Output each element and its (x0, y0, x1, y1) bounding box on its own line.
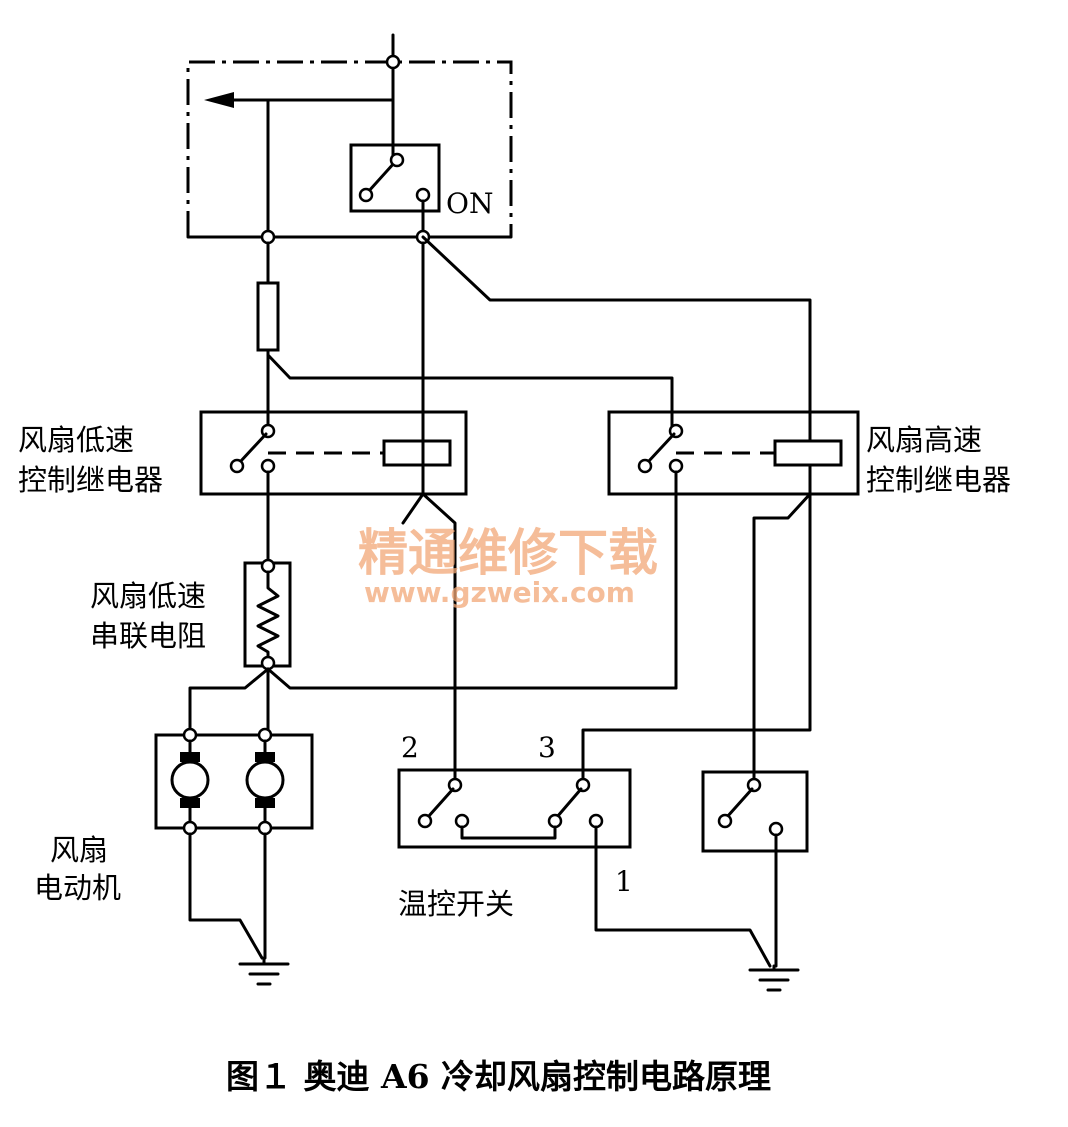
low-speed-relay (199, 410, 468, 565)
ignition-switch-unit (186, 33, 513, 245)
low-relay-label-1: 风扇低速 (18, 423, 134, 457)
motor-label-2: 电动机 (34, 871, 121, 905)
high-speed-switch (701, 770, 809, 968)
watermark-url: www.gzweix.com (364, 576, 635, 609)
thermo-switch-label: 温控开关 (398, 887, 514, 921)
resistor-label-2: 串联电阻 (90, 619, 206, 653)
figure-caption: 图１ 奥迪 A6 冷却风扇控制电路原理 (226, 1057, 771, 1096)
high-speed-relay (607, 410, 860, 690)
motor-label-1: 风扇 (50, 833, 108, 867)
thermo-switch (397, 768, 772, 968)
fuse (256, 241, 674, 414)
arrow-head-icon (204, 92, 234, 108)
high-relay-label-1: 风扇高速 (866, 423, 982, 457)
ground-icon (238, 956, 290, 986)
ignition-switch-box (349, 143, 441, 213)
terminal-3-label: 3 (538, 731, 556, 764)
watermark-text: 精通维修下载 (358, 524, 658, 582)
on-label: ON (446, 187, 493, 220)
fan-motors (154, 727, 314, 960)
ground-icon (748, 964, 800, 992)
low-relay-label-2: 控制继电器 (18, 463, 163, 497)
resistor-label-1: 风扇低速 (90, 579, 206, 613)
terminal-2-label: 2 (401, 731, 419, 764)
high-relay-label-2: 控制继电器 (866, 463, 1011, 497)
terminal-1-label: 1 (615, 865, 633, 898)
low-speed-series-resistor (188, 558, 678, 737)
